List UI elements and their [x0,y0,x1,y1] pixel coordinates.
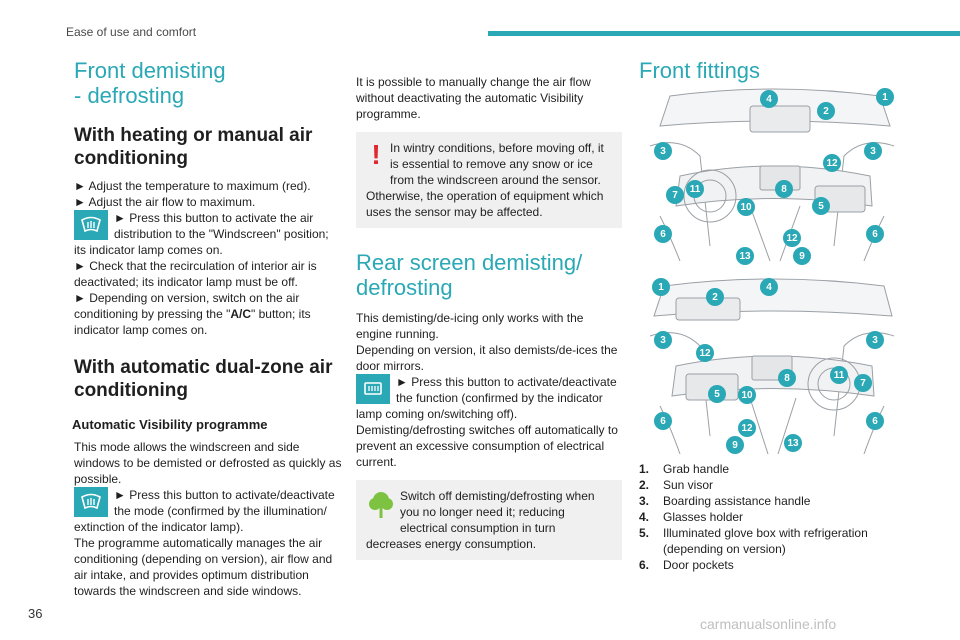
visibility-step: ► Press this button to activate/deactiva… [74,488,335,534]
title-line-2: - defrosting [74,83,185,108]
windscreen-demist-icon [74,487,108,517]
eco-notice: Switch off demisting/defrosting when you… [356,480,622,560]
diagram2-badge-4: 4 [760,278,778,296]
heating-title: With heating or manual air conditioning [74,125,313,169]
diagram2-badge-7: 7 [854,374,872,392]
diagram1-badge-11: 11 [686,180,704,198]
cabin-illustration-1 [649,88,895,262]
diagram2-badge-9: 9 [726,436,744,454]
visibility-description: The programme automatically manages the … [74,536,333,598]
section-title-front-demisting: Front demisting - defrosting [74,58,342,108]
rear-screen-demist-icon [356,374,390,404]
diagram1-badge-3: 3 [654,142,672,160]
rear-mirrors-text: Depending on version, it also demists/de… [356,343,618,373]
rear-engine-text: This demisting/de-icing only works with … [356,311,584,341]
legend-item: 6.Door pockets [639,558,734,572]
diagram1-badge-6: 6 [654,225,672,243]
legend-item: 3.Boarding assistance handle [639,494,811,508]
diagram2-badge-2: 2 [706,288,724,306]
diagram2-badge-12b: 12 [738,419,756,437]
diagram2-badge-3b: 3 [866,331,884,349]
legend-item: 5.Illuminated glove box with refrigerati… [639,526,868,556]
diagram1-badge-8: 8 [775,180,793,198]
warning-icon: ! [371,139,381,170]
diagram2-badge-6b: 6 [866,412,884,430]
front-fittings-diagram-2: 1 2 4 3 12 3 8 11 7 5 10 6 12 6 9 13 [640,276,904,458]
rear-step: ► Press this button to activate/deactiva… [356,375,617,421]
heating-step-2: ► Adjust the air flow to maximum. [74,195,256,209]
diagram2-badge-11: 11 [830,366,848,384]
diagram2-badge-3: 3 [654,331,672,349]
rear-step-block: ► Press this button to activate/deactiva… [356,374,622,422]
diagram1-badge-12: 12 [823,154,841,172]
windscreen-demist-icon [74,210,108,240]
diagram2-badge-8: 8 [778,369,796,387]
diagram2-badge-12: 12 [696,344,714,362]
diagram2-badge-6: 6 [654,412,672,430]
heating-step-1: ► Adjust the temperature to maximum (red… [74,179,311,193]
eco-text: Switch off demisting/defrosting when you… [366,489,595,551]
rear-auto-off-text: Demisting/defrosting switches off automa… [356,423,618,469]
diagram1-badge-10: 10 [737,198,755,216]
heating-step-3-block: ► Press this button to activate the air … [74,210,342,258]
header-title: Ease of use and comfort [66,25,197,39]
diagram2-badge-1: 1 [652,278,670,296]
manual-airflow-text: It is possible to manually change the ai… [356,75,591,121]
visibility-step-block: ► Press this button to activate/deactiva… [74,487,342,535]
diagram2-badge-10: 10 [738,386,756,404]
section-title-front-fittings: Front fittings [639,58,761,83]
diagram1-badge-5: 5 [812,197,830,215]
column-2: It is possible to manually change the ai… [356,74,622,560]
rear-title-line-1: Rear screen demisting/ [356,250,583,275]
heating-step-4: ► Check that the recirculation of interi… [74,259,317,289]
title-line-1: Front demisting [74,58,226,83]
diagram1-badge-2: 2 [817,102,835,120]
diagram1-badge-6b: 6 [866,225,884,243]
watermark: carmanualsonline.info [700,616,837,632]
diagram2-badge-5: 5 [708,385,726,403]
heating-step-5: ► Depending on version, switch on the ai… [74,291,311,337]
heating-step-3: ► Press this button to activate the air … [74,211,329,257]
diagram1-badge-13: 13 [736,247,754,265]
section-title-rear-screen: Rear screen demisting/ defrosting [356,250,622,300]
column-3: Front fittings [639,58,905,83]
legend-item: 2.Sun visor [639,478,714,492]
diagram1-badge-1: 1 [876,88,894,106]
diagram1-badge-3b: 3 [864,142,882,160]
rear-title-line-2: defrosting [356,275,453,300]
front-fittings-diagram-1: 4 2 1 3 12 3 7 11 8 10 5 6 12 6 13 9 [640,86,904,266]
diagram1-badge-7: 7 [666,186,684,204]
cabin-illustration-2 [649,278,895,455]
column-1: Front demisting - defrosting With heatin… [72,58,342,599]
diagram1-badge-12b: 12 [783,229,801,247]
warning-notice: ! In wintry conditions, before moving of… [356,132,622,228]
fittings-legend: 1.Grab handle 2.Sun visor 3.Boarding ass… [639,461,909,573]
legend-item: 1.Grab handle [639,462,730,476]
visibility-title: Automatic Visibility programme [72,417,268,432]
dual-zone-title: With automatic dual-zone air conditionin… [74,357,333,401]
diagram1-badge-4: 4 [760,90,778,108]
eco-tree-icon [366,488,396,522]
page-number: 36 [28,606,43,621]
visibility-intro: This mode allows the windscreen and side… [74,440,342,486]
warning-text: In wintry conditions, before moving off,… [366,141,604,219]
legend-item: 4.Glasses holder [639,510,744,524]
header-bar [488,31,960,36]
diagram2-badge-13: 13 [784,434,802,452]
diagram1-badge-9: 9 [793,247,811,265]
